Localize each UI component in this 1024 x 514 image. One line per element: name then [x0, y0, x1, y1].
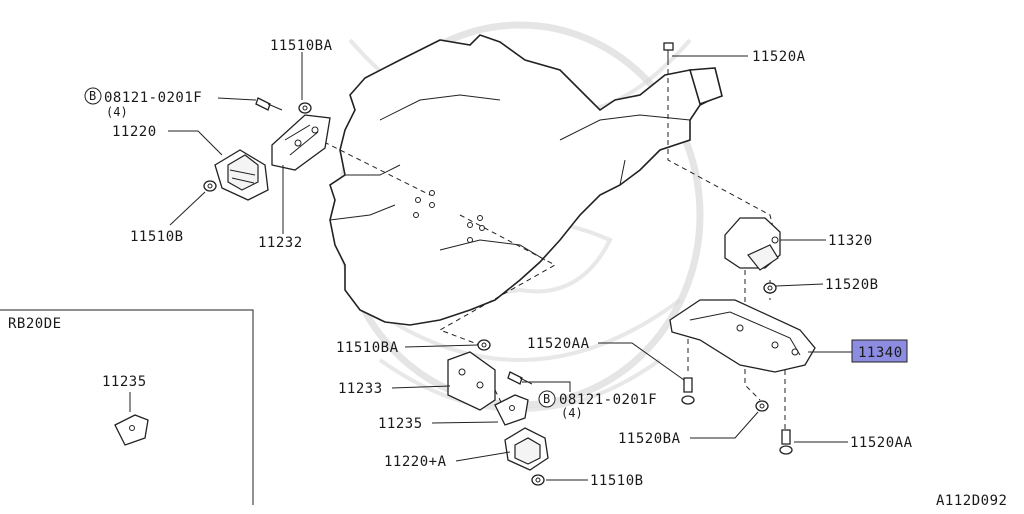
label-11232: 11232	[258, 235, 303, 251]
label-11520BA: 11520BA	[618, 431, 681, 447]
nut-11510B-bottom	[531, 474, 545, 486]
label-11520A: 11520A	[752, 49, 806, 65]
bolt-11520AA-mid	[681, 377, 695, 405]
bolt-11520A	[663, 42, 674, 62]
bracket-11233	[447, 351, 496, 411]
highlight-11340	[851, 339, 908, 363]
bolt-08121-mid	[507, 371, 533, 385]
label-11510B-left: 11510B	[130, 229, 184, 245]
variant-box	[0, 309, 254, 505]
label-08121-top: 08121-0201F	[104, 90, 202, 106]
bolt-symbol-text-top: B	[89, 89, 96, 103]
label-11520AA-right: 11520AA	[850, 435, 913, 451]
label-08121-mid-qty: (4)	[561, 406, 583, 420]
label-11520B: 11520B	[825, 277, 879, 293]
label-11235-box: 11235	[102, 374, 147, 390]
nut-11510BA-top	[298, 102, 312, 114]
label-11510BA-top: 11510BA	[270, 38, 333, 54]
engine-assembly	[329, 34, 723, 326]
variant-box-title: RB20DE	[8, 316, 62, 332]
label-11510B-bottom: 11510B	[590, 473, 644, 489]
bolt-symbol-mid: B	[538, 390, 556, 408]
label-11320: 11320	[828, 233, 873, 249]
bracket-11232	[271, 114, 331, 171]
label-11235: 11235	[378, 416, 423, 432]
mount-insulator-11220A	[504, 427, 549, 471]
label-11340: 11340	[858, 345, 903, 361]
nut-11510BA-mid	[477, 339, 491, 351]
label-11520AA-mid: 11520AA	[527, 336, 590, 352]
mount-insulator-11220	[214, 149, 269, 201]
label-11510BA-mid: 11510BA	[336, 340, 399, 356]
crossmember-11340	[669, 299, 816, 373]
label-08121-mid: 08121-0201F	[559, 392, 657, 408]
label-11220: 11220	[112, 124, 157, 140]
nut-11510B-left	[203, 180, 217, 192]
label-11220A: 11220+A	[384, 454, 447, 470]
leader-lines	[168, 52, 852, 481]
mount-11320	[724, 217, 781, 271]
plate-11235	[494, 394, 529, 426]
nut-11520BA	[755, 400, 769, 412]
bolt-symbol-top: B	[84, 87, 102, 105]
bolt-08121-top	[255, 97, 283, 111]
label-08121-top-qty: (4)	[106, 105, 128, 119]
diagram-code: A112D092	[936, 493, 1007, 509]
label-11233: 11233	[338, 381, 383, 397]
bolt-11520AA-right	[779, 429, 793, 455]
nut-11520B	[763, 282, 777, 294]
bolt-symbol-text-mid: B	[543, 392, 550, 406]
